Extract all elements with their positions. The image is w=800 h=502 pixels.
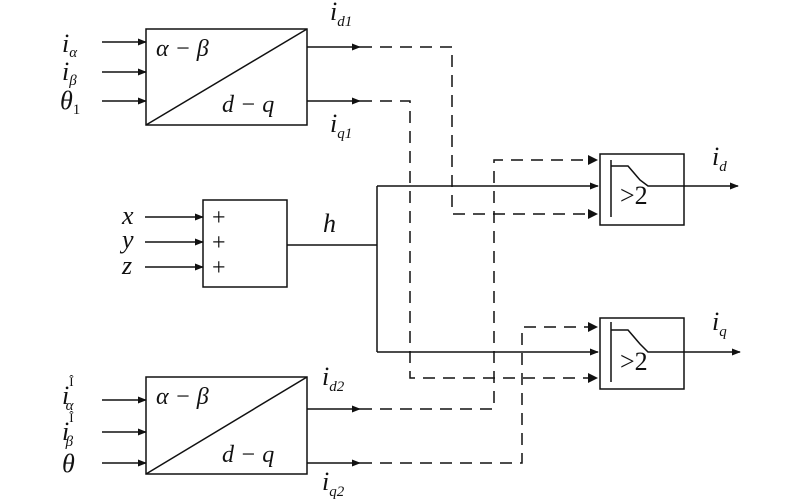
- input-x: x: [121, 201, 134, 230]
- input-i-beta-top: iβ: [62, 57, 77, 89]
- input-y: y: [119, 225, 134, 254]
- input-i-alpha-top: iα: [62, 29, 78, 61]
- adder-block: + + + x y z h: [119, 199, 336, 288]
- transform-top-label-dq: d − q: [222, 92, 274, 118]
- adder-sign-x: +: [212, 205, 226, 231]
- transform-bottom-outputs: id2 iq2: [307, 362, 361, 500]
- transform-top-outputs: id1 iq1: [307, 0, 361, 142]
- h-signal-wires: [287, 182, 599, 356]
- dash-id1-arrowhead: [588, 209, 598, 219]
- transform-block-bottom: α − β d − q: [145, 376, 308, 475]
- label-iq1: iq1: [330, 109, 352, 142]
- transform-top-diagonal: [145, 28, 308, 126]
- input-theta1-top: θ1: [60, 86, 80, 118]
- label-id1: id1: [330, 0, 352, 30]
- dash-id1-to-switch-d: [360, 46, 596, 215]
- switch-block-d: >2 id: [599, 142, 739, 226]
- label-h: h: [323, 209, 336, 238]
- transform-bottom-label-ab: α − β: [156, 384, 209, 410]
- switch-q-threshold: >2: [620, 347, 648, 376]
- dash-id2-to-switch-d: [360, 159, 596, 410]
- switch-d-threshold: >2: [620, 181, 648, 210]
- adder-sign-z: +: [212, 255, 226, 281]
- input-z: z: [121, 251, 132, 280]
- transform-top-inputs: iα iβ θ1: [60, 29, 147, 118]
- transform-top-label-ab: α − β: [156, 36, 209, 62]
- dash-iq1-to-switch-q: [360, 100, 596, 379]
- adder-box: [202, 199, 288, 288]
- switch-d-contact: [611, 165, 684, 187]
- switch-q-contact: [611, 329, 684, 353]
- switch-block-q: >2 iq: [599, 307, 741, 390]
- label-iq-out: iq: [712, 307, 727, 340]
- label-id-out: id: [712, 142, 727, 175]
- transform-block-top: α − β d − q: [145, 28, 308, 126]
- label-id2: id2: [322, 362, 345, 395]
- dash-iq2-to-switch-q: [360, 326, 596, 464]
- dash-id2-arrowhead: [588, 155, 598, 165]
- transform-bottom-diagonal: [145, 376, 308, 475]
- adder-sign-y: +: [212, 230, 226, 256]
- label-iq2: iq2: [322, 467, 345, 500]
- dash-iq2-arrowhead: [588, 322, 598, 332]
- dash-iq1-arrowhead: [588, 373, 598, 383]
- transform-bottom-label-dq: d − q: [222, 442, 274, 468]
- dashed-signal-wires: [360, 46, 598, 464]
- input-theta-bottom: θ: [62, 449, 75, 478]
